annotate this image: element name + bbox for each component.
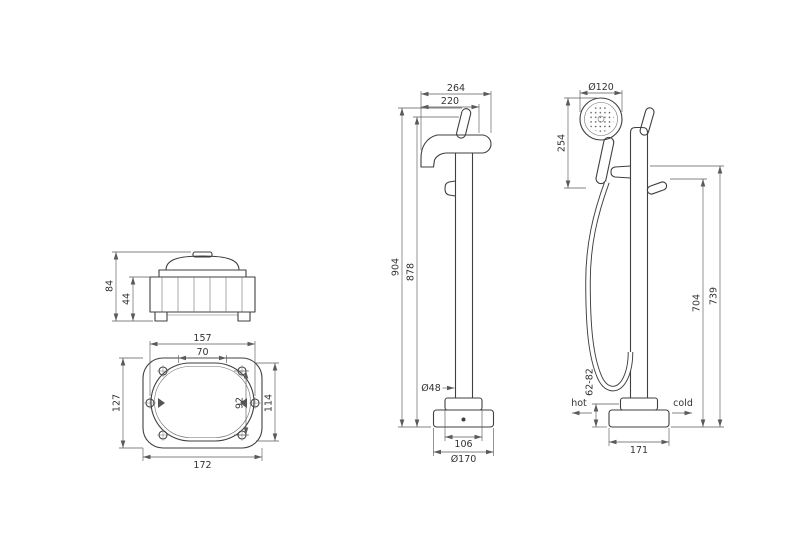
dim-base-width: 171: [630, 445, 648, 456]
hot-label: hot: [571, 398, 587, 409]
spout: [420, 134, 492, 168]
dim-flange-width: 106: [454, 439, 472, 450]
valve-dome: [165, 255, 240, 271]
valve-cap-nub: [192, 251, 213, 258]
handshower-handle: [595, 136, 615, 185]
dim-shower-diameter: Ø120: [588, 82, 614, 93]
valve-side-dimensions: 84 44: [105, 251, 191, 322]
dim-valve-height-inner: 92: [235, 397, 246, 409]
handshower-face-ring: [584, 102, 618, 136]
base-flange-side: [619, 397, 659, 411]
shower-hose-core: [586, 181, 633, 391]
valve-top-dimensions: 157 70 127 92 114 172: [112, 333, 279, 471]
lever-handle: [456, 108, 472, 139]
mixer-front-view: 264 220 904 878 Ø48 106: [391, 83, 495, 465]
valve-body: [149, 276, 256, 313]
spray-center: [597, 115, 605, 123]
spray-face: [588, 106, 614, 132]
dim-inlet-height: 62-82: [585, 368, 596, 396]
dim-height-handle: 739: [709, 287, 720, 305]
base-flange: [444, 397, 483, 411]
valve-foot-left: [154, 311, 168, 322]
mixer-front-dimensions: 264 220 904 878 Ø48 106: [391, 83, 494, 465]
base-plate: [432, 409, 495, 428]
dim-shower-length: 254: [557, 134, 568, 152]
dim-valve-width-top: 157: [193, 333, 211, 344]
temp-handle: [646, 181, 668, 195]
valve-foot-right: [237, 311, 251, 322]
lever-handle-side: [639, 107, 655, 136]
dim-valve-width-bottom: 172: [193, 460, 211, 471]
base-screw: [461, 417, 466, 422]
dim-column-diameter: Ø48: [421, 383, 441, 394]
column-cap: [629, 126, 649, 146]
dim-base-diameter: Ø170: [451, 454, 477, 465]
dim-height-overall: 904: [391, 258, 402, 276]
base-plate-side: [608, 409, 670, 428]
column-side: [629, 144, 649, 399]
dim-valve-total-height: 84: [105, 280, 116, 292]
dim-height-spout: 878: [406, 263, 417, 281]
valve-top-view: 157 70 127 92 114 172: [112, 333, 279, 471]
mixer-side-dimensions: Ø120 254 739 704 62-82 171: [557, 82, 724, 456]
dim-valve-body-height: 44: [122, 293, 133, 305]
valve-inner-oval-detail: [154, 366, 251, 438]
dim-valve-height-right: 114: [264, 394, 275, 412]
valve-body-port-lines: [161, 277, 243, 312]
dim-height-spout-outlet: 704: [692, 294, 703, 312]
column: [454, 152, 474, 399]
port-symbol-left: [158, 398, 165, 408]
valve-inner-oval: [150, 362, 255, 442]
valve-collar: [158, 269, 247, 278]
diverter-knob: [444, 180, 457, 197]
dim-valve-height-left: 127: [112, 394, 123, 412]
valve-side-view: 84 44: [105, 251, 256, 322]
dim-reach-overall: 264: [447, 83, 465, 94]
dim-reach-spout: 220: [441, 96, 459, 107]
cold-label: cold: [673, 398, 693, 409]
mixer-side-view: Ø120 254 739 704 62-82 171: [557, 82, 724, 456]
handshower-head: [579, 97, 623, 141]
dim-valve-width-inner: 70: [196, 347, 208, 358]
shower-bracket: [610, 165, 632, 179]
